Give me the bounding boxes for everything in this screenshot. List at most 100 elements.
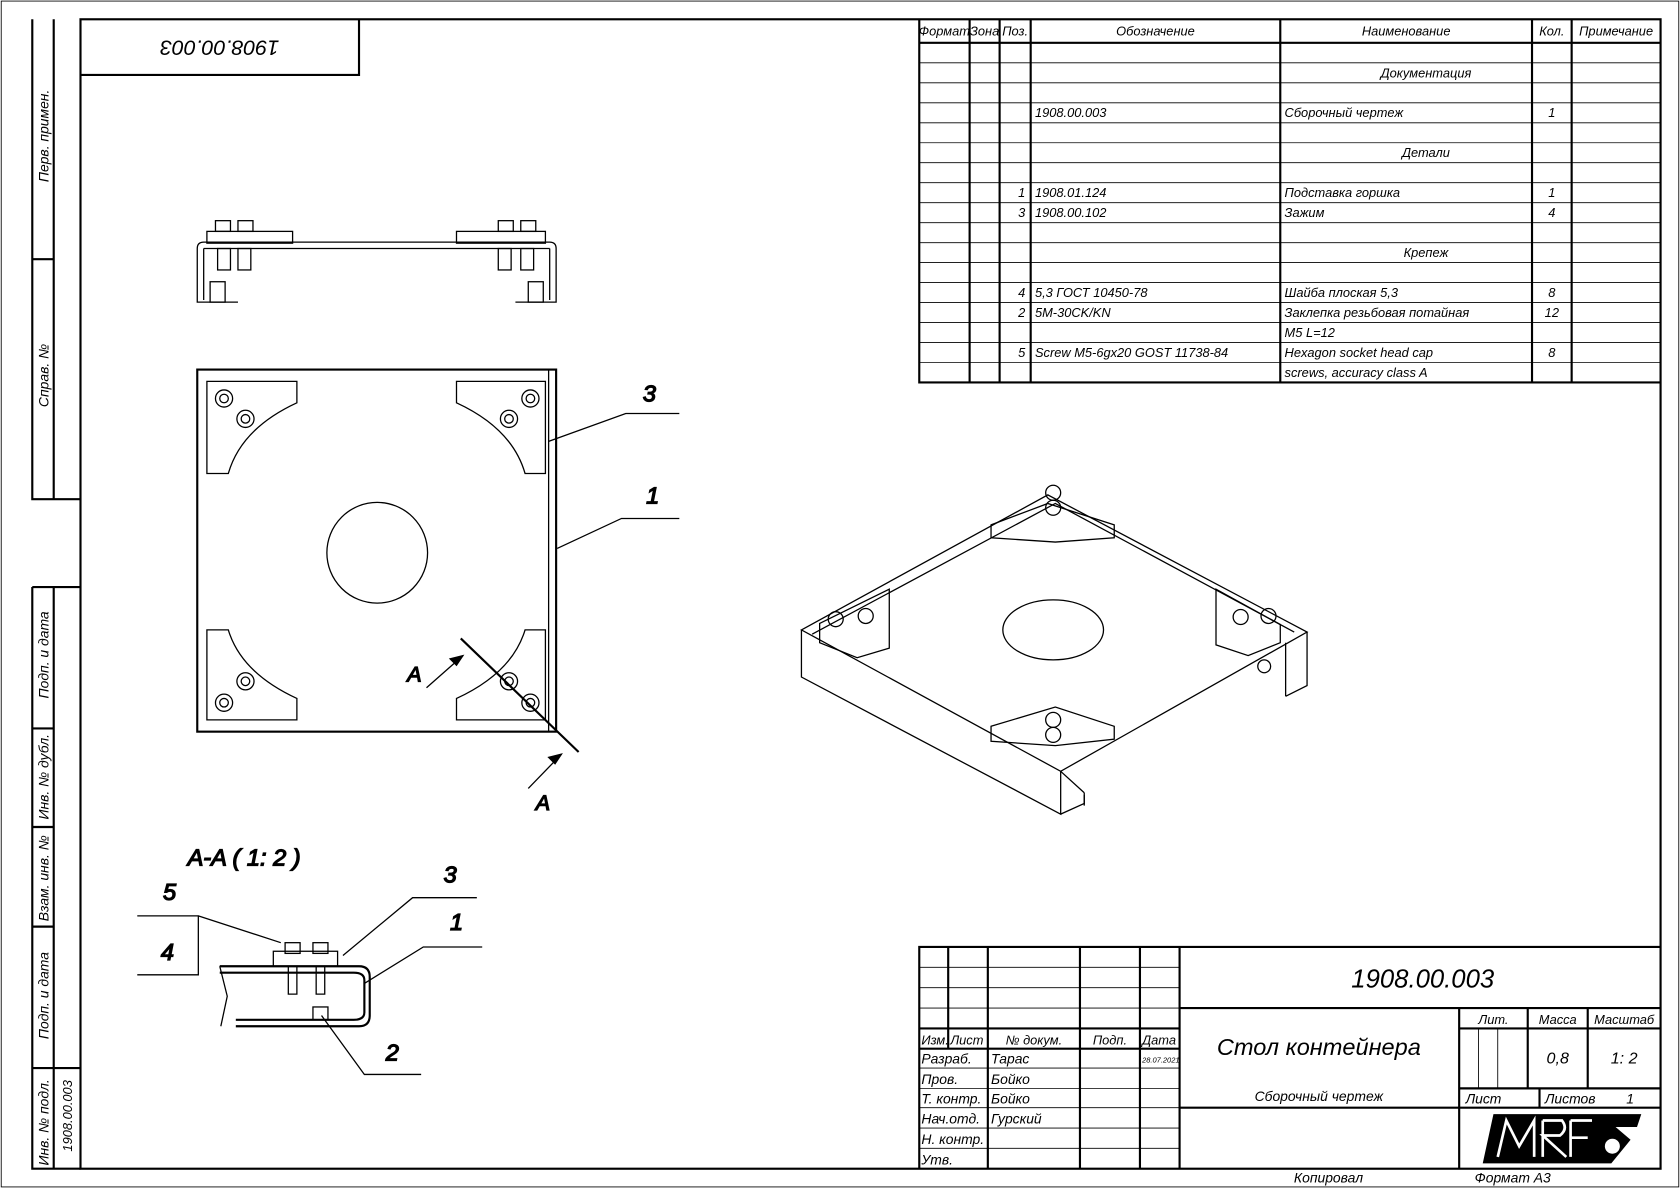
spec-header: Примечание: [1579, 23, 1653, 38]
kopiroval-label: Копировал: [1294, 1170, 1363, 1186]
company-logo: [1482, 1114, 1642, 1164]
screw-markers: [214, 389, 540, 712]
spec-row: 1 1908.01.124 Подставка горшка 1: [1018, 185, 1555, 200]
spec-cell-qty: 1: [1548, 185, 1555, 200]
podp-data-label-2: Подп. и дата: [35, 952, 51, 1039]
listov-value: 1: [1626, 1090, 1634, 1106]
front-view: [196, 220, 557, 303]
nachotd-label: Нач.отд.: [921, 1111, 980, 1127]
spec-cell-name: M5 L=12: [1285, 325, 1335, 340]
section-callout-2: 2: [385, 1040, 399, 1066]
spec-row-lines: [919, 62, 1661, 363]
masshtab-label: Масштаб: [1594, 1012, 1655, 1027]
spec-cell-name: Детали: [1400, 145, 1450, 160]
tb-doc-type: Сборочный чертеж: [1255, 1088, 1385, 1104]
spec-row: Крепеж: [1404, 245, 1450, 260]
tb-code: 1908.00.003: [1351, 966, 1495, 994]
iso-screws: [827, 484, 1277, 744]
spec-row: 3 1908.00.102 Зажим 4: [1018, 205, 1555, 220]
sprav-no-label: Справ. №: [35, 344, 51, 407]
spec-cell-pos: 4: [1018, 285, 1025, 300]
spec-cell-qty: 8: [1548, 285, 1556, 300]
spec-header: Поз.: [1002, 23, 1028, 38]
spec-cell-name: Шайба плоская 5,3: [1285, 285, 1399, 300]
spec-cell-name: Заклепка резьбовая потайная: [1285, 305, 1470, 320]
section-callout-5: 5: [163, 879, 177, 905]
spec-cell-qty: 12: [1545, 305, 1559, 320]
lit-label: Лит.: [1477, 1012, 1508, 1027]
spec-cell-oboz: 1908.01.124: [1035, 185, 1106, 200]
spec-cell-oboz: 5,3 ГОСТ 10450-78: [1035, 285, 1148, 300]
spec-row: M5 L=12: [1285, 325, 1335, 340]
listov-label: Листов: [1544, 1090, 1596, 1106]
top-stamp: 1908.00.003: [80, 19, 361, 77]
section-callout-4: 4: [161, 939, 174, 965]
spec-row: 1908.00.003 Сборочный чертеж 1: [1035, 105, 1555, 120]
perv-primen-label: Перв. примен.: [35, 90, 51, 182]
title-block: 1908.00.003 Стол контейнера Сборочный че…: [918, 945, 1661, 1186]
format-label: Формат А3: [1475, 1170, 1551, 1186]
spec-header: Формат: [919, 23, 970, 38]
spec-cell-name: Подставка горшка: [1285, 185, 1401, 200]
callout-1: 1: [646, 482, 659, 508]
spec-cell-name: Сборочный чертеж: [1285, 105, 1405, 120]
spec-cell-name: Hexagon socket head cap: [1285, 345, 1434, 360]
masshtab-value: 1: 2: [1611, 1050, 1638, 1068]
spec-cell-oboz: 1908.00.102: [1035, 205, 1106, 220]
section-view: A-A ( 1: 2 ) 5 4 3 1 2: [137, 844, 483, 1076]
section-mark-a-bottom: A: [534, 791, 550, 815]
podp-data-label-1: Подп. и дата: [35, 611, 51, 698]
vzam-inv-label: Взам. инв. №: [35, 835, 51, 921]
razrab-label: Разраб.: [921, 1051, 971, 1067]
plan-view: 3 1 A A: [196, 368, 680, 815]
inv-dubl-label: Инв. № дубл.: [35, 734, 51, 820]
spec-cell-oboz: 1908.00.003: [1035, 105, 1107, 120]
hdr-podp: Подп.: [1093, 1032, 1127, 1047]
spec-cell-pos: 1: [1018, 185, 1025, 200]
spec-row: 2 5M-30CK/KN Заклепка резьбовая потайная 12: [1017, 305, 1559, 320]
spec-cell-name: Крепеж: [1404, 245, 1450, 260]
spec-cell-oboz: 5M-30CK/KN: [1035, 305, 1111, 320]
spec-row: Документация: [1379, 65, 1472, 80]
spec-row: Детали: [1400, 145, 1450, 160]
spec-cell-pos: 3: [1018, 205, 1026, 220]
spec-cell-qty: 8: [1548, 345, 1556, 360]
tkontr-name: Бойко: [991, 1090, 1030, 1106]
tb-name: Стол контейнера: [1217, 1034, 1421, 1060]
spec-header: Зона: [970, 23, 999, 38]
spec-cell-name: screws, accuracy class A: [1285, 365, 1428, 380]
spec-header: Кол.: [1539, 23, 1564, 38]
hdr-doc: № докум.: [1006, 1032, 1063, 1047]
prov-name: Бойко: [991, 1071, 1030, 1087]
utv-label: Утв.: [920, 1151, 953, 1167]
isometric-view: [800, 484, 1309, 816]
section-title: A-A ( 1: 2 ): [186, 845, 301, 871]
spec-cell-oboz: Screw M5-6gx20 GOST 11738-84: [1035, 345, 1228, 360]
spec-cell-name: Зажим: [1285, 205, 1325, 220]
spec-grid: [918, 19, 1661, 384]
spec-row: 5 Screw M5-6gx20 GOST 11738-84 Hexagon soc…: [1018, 345, 1556, 360]
nachotd-name: Гурский: [991, 1111, 1042, 1127]
spec-row: screws, accuracy class A: [1285, 365, 1428, 380]
inv-podl-value: 1908.00.003: [60, 1079, 75, 1151]
razrab-date: 28.07.2021: [1141, 1056, 1179, 1065]
massa-value: 0,8: [1547, 1050, 1569, 1068]
spec-cell-qty: 4: [1548, 205, 1555, 220]
spec-cell-qty: 1: [1548, 105, 1555, 120]
massa-label: Масса: [1539, 1012, 1577, 1027]
section-callout-1: 1: [450, 909, 463, 935]
section-callout-3: 3: [444, 862, 457, 888]
spec-row: 4 5,3 ГОСТ 10450-78 Шайба плоская 5,3 8: [1018, 285, 1556, 300]
razrab-name: Тарас: [991, 1051, 1029, 1067]
spec-cell-pos: 5: [1018, 345, 1026, 360]
spec-header: Обозначение: [1116, 23, 1195, 38]
nkontr-label: Н. контр.: [921, 1131, 984, 1147]
spec-cell-pos: 2: [1017, 305, 1025, 320]
list-label: Лист: [1465, 1090, 1502, 1106]
section-mark-a-top: A: [405, 662, 421, 686]
side-strip: Перв. примен. Справ. № Подп. и дата Инв.…: [31, 19, 81, 1170]
tkontr-label: Т. контр.: [921, 1090, 981, 1106]
